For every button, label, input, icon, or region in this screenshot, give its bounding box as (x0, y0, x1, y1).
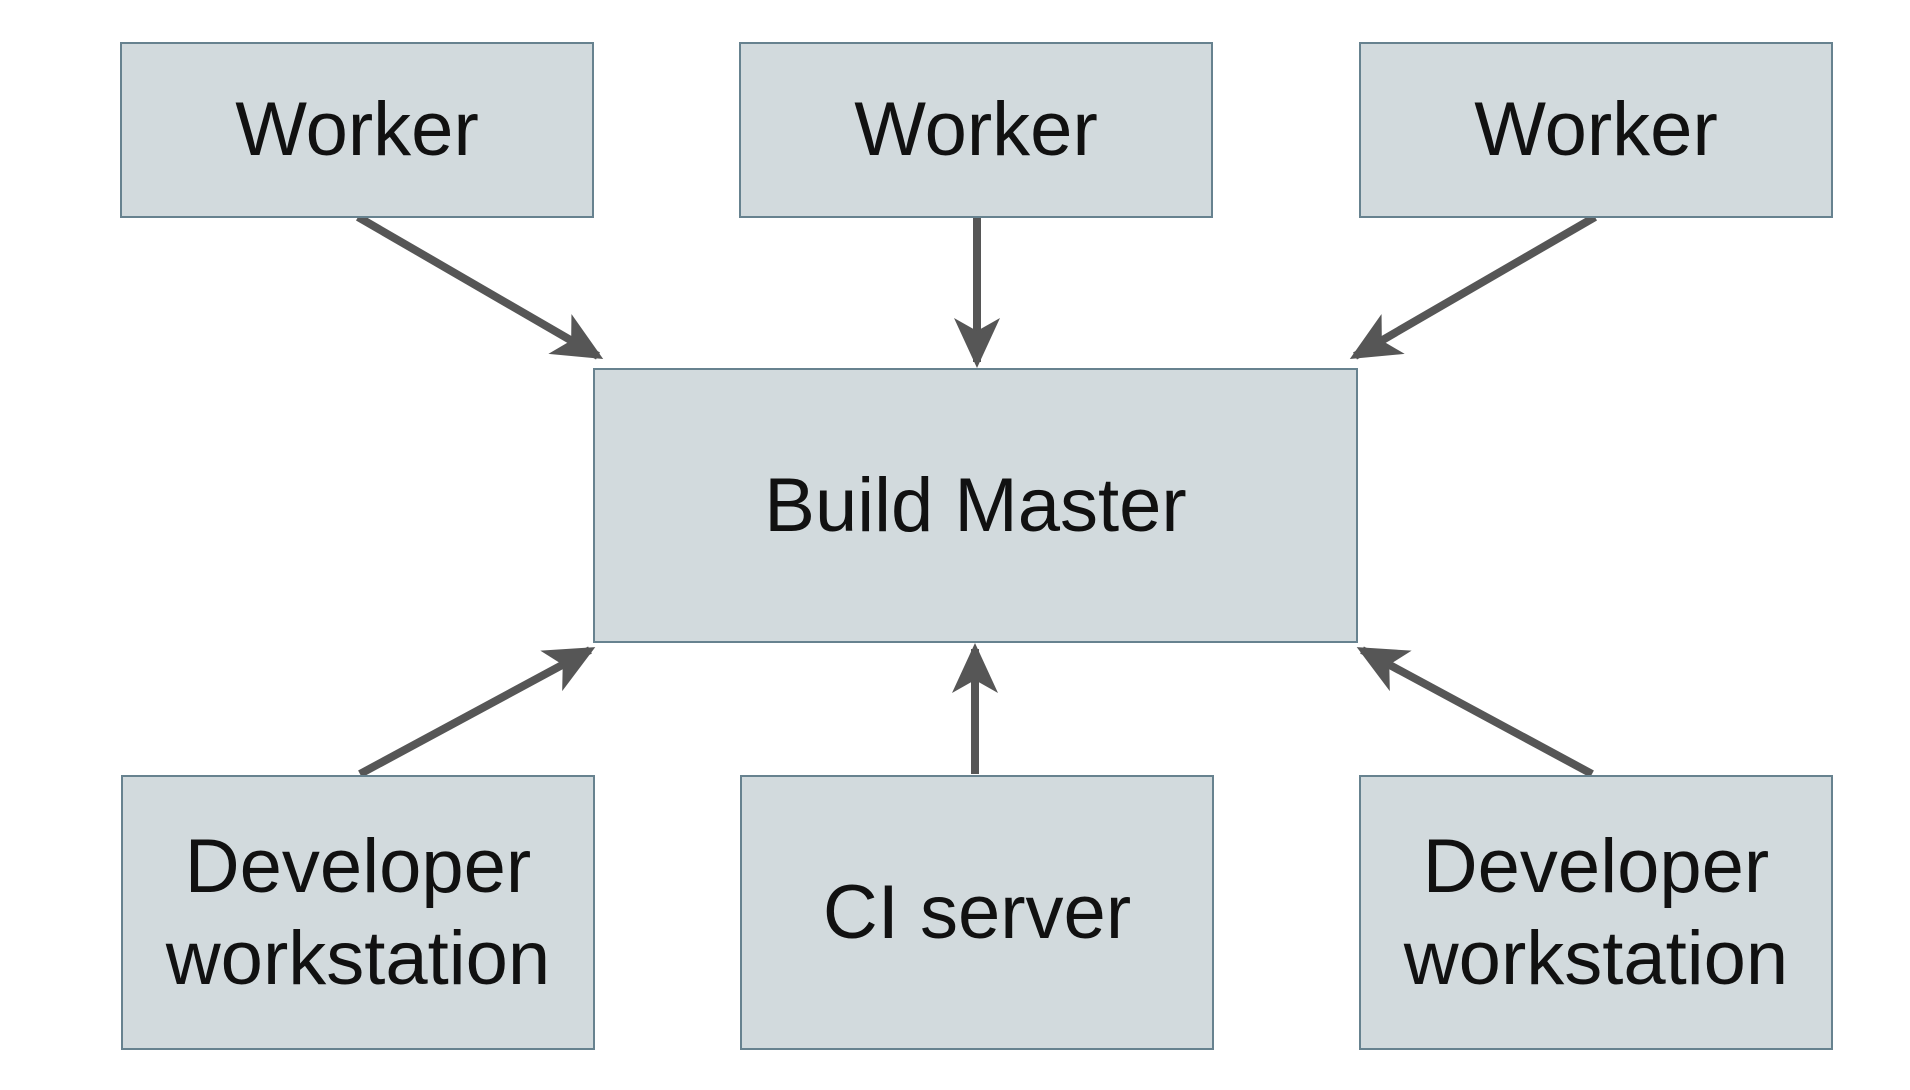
node-ci-server-label: CI server (822, 869, 1132, 955)
arrow-worker3-to-build-master (1349, 213, 1598, 360)
node-build-master: Build Master (593, 368, 1358, 643)
node-build-master-label: Build Master (764, 462, 1187, 548)
arrow-worker1-to-build-master (355, 213, 604, 360)
arrow-dev-workstation-left-to-build-master (358, 646, 596, 778)
node-worker-2-label: Worker (854, 87, 1098, 173)
node-worker-3: Worker (1359, 42, 1833, 218)
node-ci-server: CI server (740, 775, 1214, 1050)
node-developer-workstation-right-label: Developer workstation (1403, 824, 1789, 1001)
node-developer-workstation-left: Developer workstation (121, 775, 595, 1050)
node-developer-workstation-left-label: Developer workstation (165, 824, 551, 1001)
node-developer-workstation-right: Developer workstation (1359, 775, 1833, 1050)
node-worker-1-label: Worker (235, 87, 479, 173)
node-worker-3-label: Worker (1474, 87, 1718, 173)
arrow-dev-workstation-right-to-build-master (1356, 646, 1594, 778)
node-worker-2: Worker (739, 42, 1213, 218)
node-worker-1: Worker (120, 42, 594, 218)
